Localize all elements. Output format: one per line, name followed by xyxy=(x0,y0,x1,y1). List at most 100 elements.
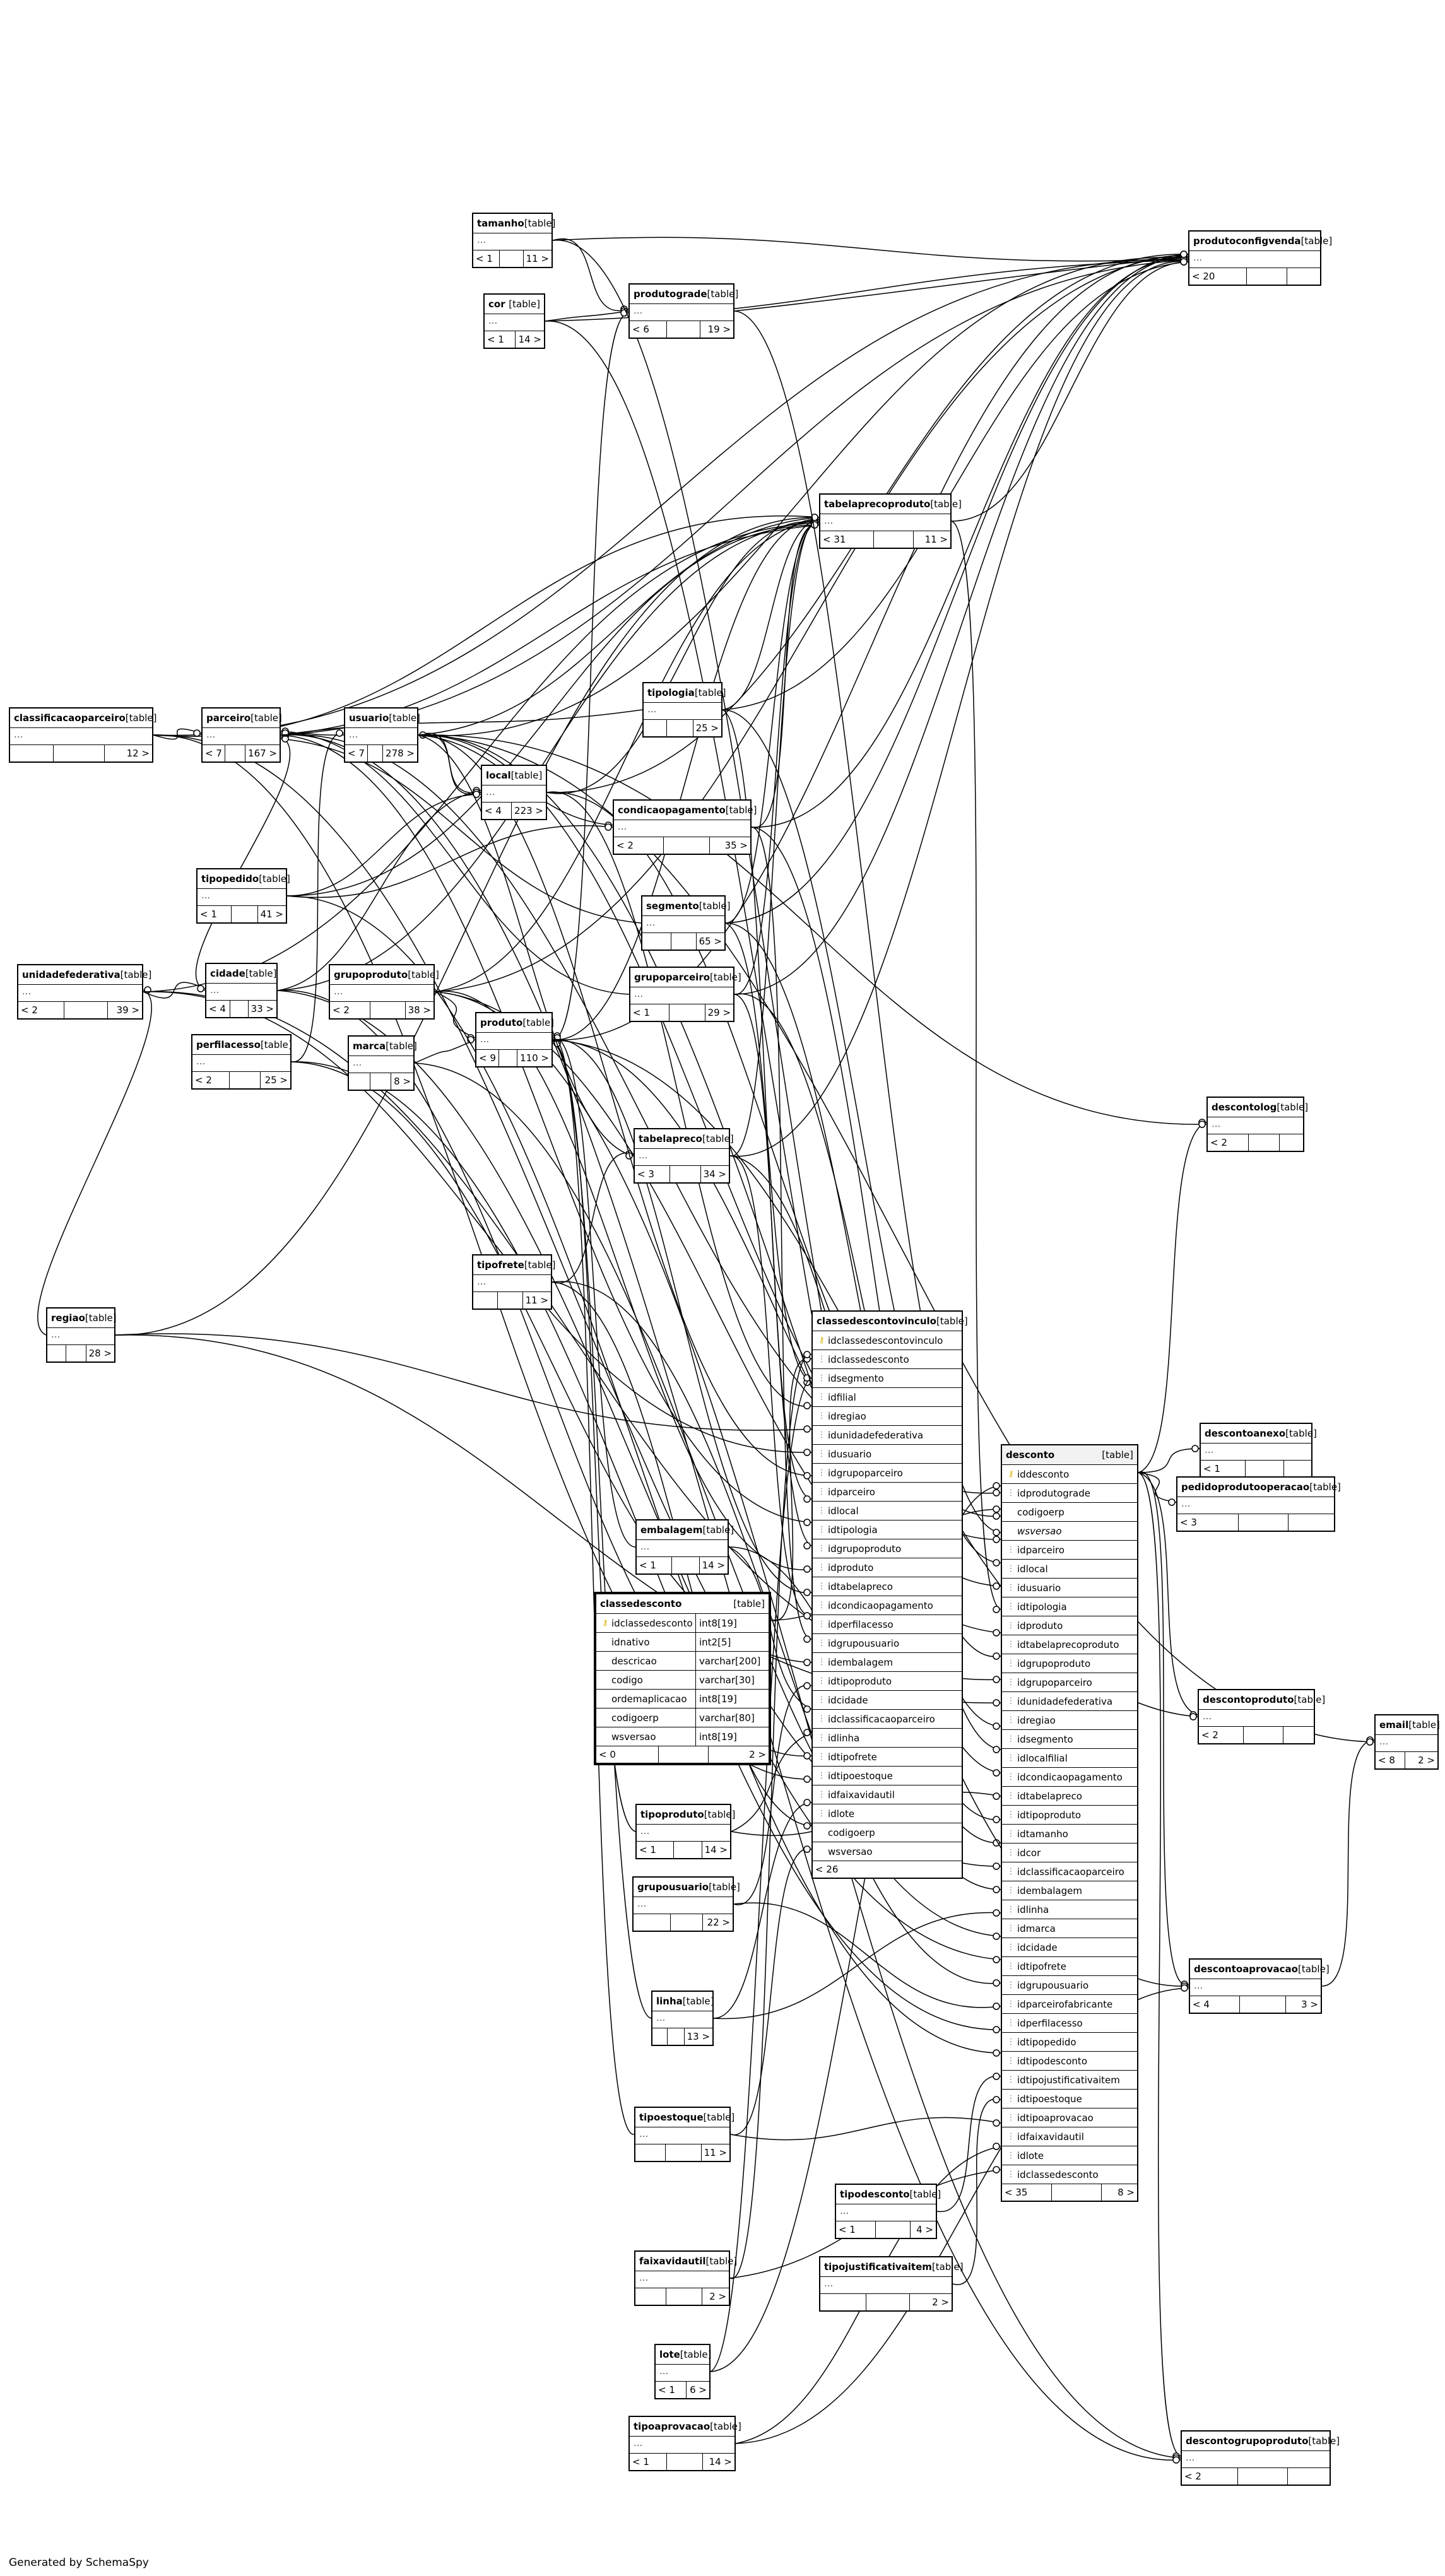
children-count[interactable]: 19 > xyxy=(707,324,731,335)
parents-count[interactable]: < 3 xyxy=(635,1166,671,1182)
parents-count[interactable] xyxy=(10,745,54,762)
table-tipologia[interactable]: tipologia[table] ... 25 > xyxy=(642,682,726,738)
children-count[interactable]: 8 > xyxy=(394,1076,411,1087)
column-row[interactable]: ⚷idclassedescontovinculo xyxy=(813,1331,962,1350)
children-count[interactable]: 2 > xyxy=(749,1749,766,1760)
column-row[interactable]: ⋮idgrupousuario xyxy=(813,1634,962,1653)
column-row[interactable]: ⋮idgrupoparceiro xyxy=(813,1464,962,1483)
parents-count[interactable]: < 2 xyxy=(192,1072,230,1088)
children-count[interactable]: 25 > xyxy=(264,1074,288,1086)
children-count[interactable]: 12 > xyxy=(126,748,150,759)
table-pedidoprodutooperacao[interactable]: pedidoprodutooperacao[table] ... < 3 xyxy=(1176,1476,1341,1532)
column-row[interactable]: ⋮idtipofrete xyxy=(1002,1957,1137,1976)
column-row[interactable]: ⋮idtipoaprovacao xyxy=(1002,2108,1137,2127)
children-count[interactable] xyxy=(1283,1727,1314,1743)
column-row[interactable]: ⋮idregiao xyxy=(1002,1711,1137,1730)
children-count[interactable] xyxy=(1288,2468,1330,2485)
parents-count[interactable]: < 2 xyxy=(1182,2468,1238,2485)
column-row[interactable]: ⋮idunidadefederativa xyxy=(813,1426,962,1445)
column-row[interactable]: ⋮idperfilacesso xyxy=(813,1615,962,1634)
parents-count[interactable]: < 1 xyxy=(836,2221,876,2238)
parents-count[interactable] xyxy=(820,2294,866,2310)
column-row[interactable]: ⋮idparceiro xyxy=(813,1483,962,1502)
column-row[interactable]: ⋮idcondicaopagamento xyxy=(1002,1768,1137,1787)
children-count[interactable]: 167 > xyxy=(248,748,277,759)
table-regiao[interactable]: regiao[table] ... 28 > xyxy=(46,1307,117,1363)
parents-count[interactable]: < 3 xyxy=(1177,1514,1239,1531)
parents-count[interactable]: < 1 xyxy=(1201,1461,1246,1477)
table-tipojustificativaitem[interactable]: tipojustificativaitem[table] ... 2 > xyxy=(819,2256,964,2312)
parents-count[interactable]: < 35 xyxy=(1002,2184,1052,2201)
column-row[interactable]: ⋮idtipojustificativaitem xyxy=(1002,2071,1137,2090)
children-count[interactable] xyxy=(1289,1514,1334,1531)
column-row[interactable]: ⋮idmarca xyxy=(1002,1919,1137,1938)
children-count[interactable]: 39 > xyxy=(116,1004,139,1016)
parents-count[interactable]: < 1 xyxy=(656,2382,687,2398)
column-row[interactable]: ⋮idsegmento xyxy=(813,1369,962,1388)
parents-count[interactable]: < 20 xyxy=(1189,268,1247,285)
children-count[interactable]: 22 > xyxy=(707,1917,730,1928)
column-row[interactable]: ⋮idtipopedido xyxy=(1002,2033,1137,2052)
column-row[interactable]: wsversao xyxy=(813,1842,962,1861)
children-count[interactable]: 223 > xyxy=(514,805,543,816)
column-row[interactable]: ⋮idtipoestoque xyxy=(1002,2090,1137,2108)
column-row[interactable]: ⋮idtipoproduto xyxy=(1002,1806,1137,1825)
children-count[interactable]: 65 > xyxy=(699,936,722,947)
children-count[interactable]: 13 > xyxy=(687,2031,710,2042)
parents-count[interactable] xyxy=(349,1073,370,1090)
column-row[interactable]: ⋮idperfilacesso xyxy=(1002,2014,1137,2033)
table-classedescontovinculo[interactable]: classedescontovinculo[table] ⚷idclassede… xyxy=(811,1310,968,1879)
table-grupousuario[interactable]: grupousuario[table] ... 22 > xyxy=(632,1876,740,1932)
children-count[interactable]: 38 > xyxy=(408,1004,431,1016)
parents-count[interactable]: < 4 xyxy=(1190,1996,1240,2013)
children-count[interactable] xyxy=(1287,268,1320,285)
children-count[interactable]: 6 > xyxy=(690,2384,707,2396)
column-row[interactable]: ⋮idembalagem xyxy=(1002,1881,1137,1900)
column-row[interactable]: ⋮idtipoestoque xyxy=(813,1767,962,1785)
table-tipofrete[interactable]: tipofrete[table] ... 11 > xyxy=(472,1254,556,1310)
parents-count[interactable]: < 2 xyxy=(614,837,664,854)
parents-count[interactable]: < 1 xyxy=(630,2454,667,2470)
column-row[interactable]: ⋮idtabelapreco xyxy=(813,1577,962,1596)
parents-count[interactable]: < 1 xyxy=(630,1004,670,1021)
column-row[interactable]: ⋮idtabelapreco xyxy=(1002,1787,1137,1806)
column-row[interactable]: ⋮idregiao xyxy=(813,1407,962,1426)
column-row[interactable]: ⋮idlocal xyxy=(1002,1560,1137,1579)
table-produtoconfigvenda[interactable]: produtoconfigvenda[table] ... < 20 xyxy=(1188,230,1332,286)
column-row[interactable]: ⋮idgrupoparceiro xyxy=(1002,1673,1137,1692)
children-count[interactable]: 35 > xyxy=(724,840,748,851)
children-count[interactable]: 4 > xyxy=(916,2224,933,2235)
column-row[interactable]: ⋮idproduto xyxy=(1002,1616,1137,1635)
parents-count[interactable] xyxy=(635,2144,666,2161)
parents-count[interactable] xyxy=(634,1914,671,1931)
table-descontogrupoproduto[interactable]: descontogrupoproduto[table] ... < 2 xyxy=(1181,2430,1340,2486)
column-row[interactable]: ⋮idparceirofabricante xyxy=(1002,1995,1137,2014)
children-count[interactable]: 2 > xyxy=(709,2291,726,2302)
parents-count[interactable]: < 26 xyxy=(815,1864,839,1875)
parents-count[interactable]: < 1 xyxy=(198,906,232,922)
column-row[interactable]: ⋮idtipodesconto xyxy=(1002,2052,1137,2071)
children-count[interactable] xyxy=(1280,1134,1303,1151)
column-row[interactable]: ⋮idfilial xyxy=(813,1388,962,1407)
children-count[interactable]: 28 > xyxy=(88,1348,112,1359)
children-count[interactable]: 110 > xyxy=(520,1052,549,1064)
parents-count[interactable] xyxy=(635,2288,666,2305)
parents-count[interactable]: < 6 xyxy=(630,321,667,338)
